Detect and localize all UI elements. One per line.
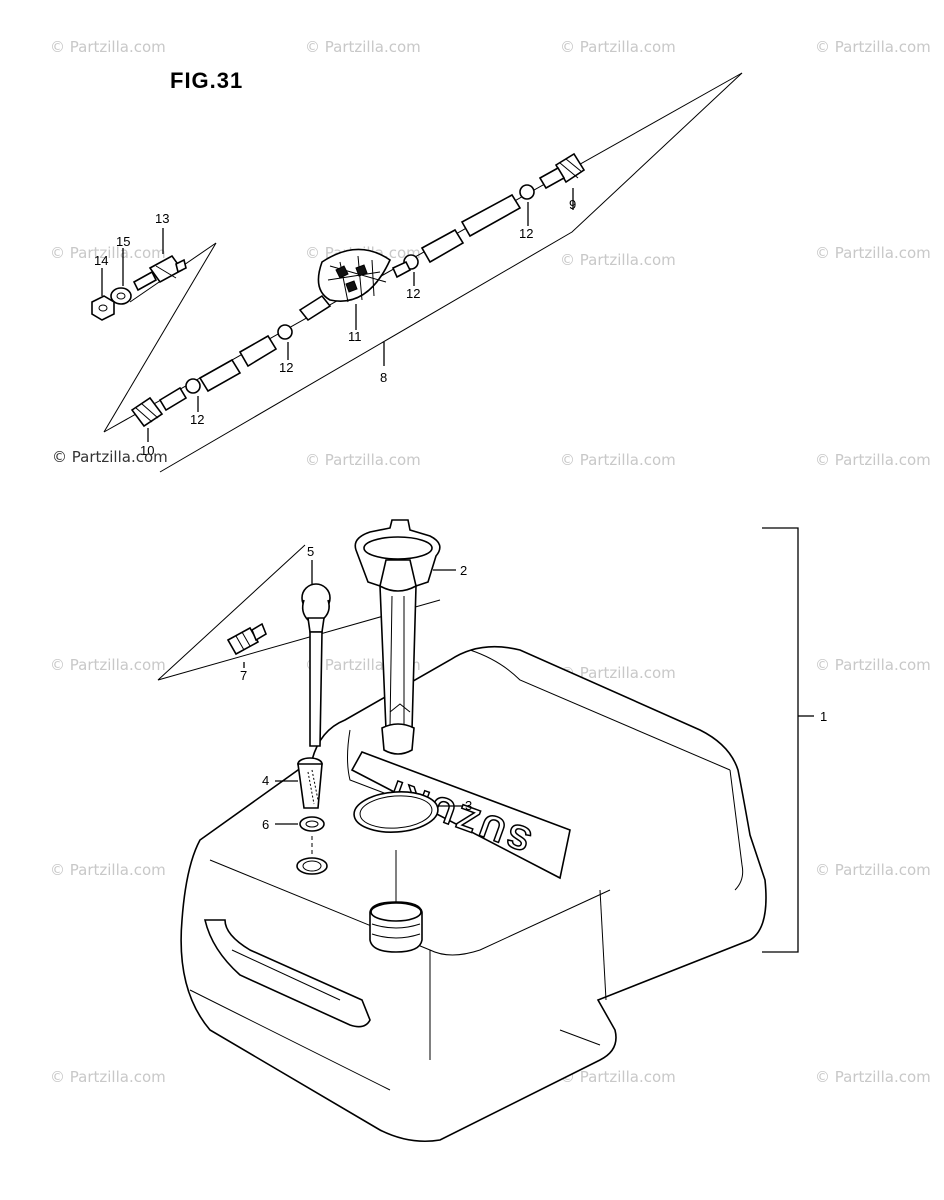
callout-labels: 1 2 3 4 5 6 7 8 9 10 11 12 12 12 12 13 1… bbox=[94, 197, 827, 832]
watermark: © Partzilla.com bbox=[50, 656, 166, 674]
callout-4: 4 bbox=[262, 773, 269, 788]
watermark: © Partzilla.com bbox=[305, 38, 421, 56]
connector-13 bbox=[132, 254, 187, 292]
callout-12: 12 bbox=[190, 412, 204, 427]
fitting bbox=[391, 260, 412, 279]
leader-lines-tank bbox=[243, 560, 462, 825]
nut-14 bbox=[91, 295, 115, 321]
watermark: © Partzilla.com bbox=[50, 244, 166, 262]
watermark: © Partzilla.com bbox=[560, 251, 676, 269]
callout-2: 2 bbox=[460, 563, 467, 578]
watermark: © Partzilla.com bbox=[560, 451, 676, 469]
callout-10: 10 bbox=[140, 443, 154, 458]
hose-segment bbox=[420, 228, 465, 264]
watermark: © Partzilla.com bbox=[50, 38, 166, 56]
o-ring-3 bbox=[353, 791, 439, 833]
clip-12 bbox=[519, 184, 535, 200]
watermark: © Partzilla.com bbox=[815, 861, 931, 879]
watermark: © Partzilla.com bbox=[305, 451, 421, 469]
clip-12 bbox=[185, 378, 201, 394]
fuel-tank-group: SUZUKI bbox=[157, 519, 814, 1143]
watermark-dark: © Partzilla.com bbox=[52, 448, 168, 466]
figure-title: FIG.31 bbox=[170, 68, 243, 93]
assembly-bracket bbox=[762, 527, 799, 953]
callout-7: 7 bbox=[240, 668, 247, 683]
callout-15: 15 bbox=[116, 234, 130, 249]
tank-outlet bbox=[296, 857, 328, 875]
fuel-hose-assembly bbox=[91, 72, 743, 473]
guide-line bbox=[103, 242, 217, 433]
callout-5: 5 bbox=[307, 544, 314, 559]
fuel-gauge-2 bbox=[354, 519, 441, 755]
watermark: © Partzilla.com bbox=[815, 1068, 931, 1086]
connector-10 bbox=[130, 386, 188, 428]
watermark: © Partzilla.com bbox=[815, 244, 931, 262]
callout-3: 3 bbox=[465, 798, 472, 813]
hose-segment bbox=[238, 334, 278, 368]
primer-bulb-11 bbox=[298, 248, 392, 322]
callout-8: 8 bbox=[380, 370, 387, 385]
hose-segment bbox=[198, 358, 242, 393]
fuel-tank bbox=[180, 645, 767, 1143]
clip-12 bbox=[277, 324, 293, 340]
filter-4 bbox=[297, 757, 323, 809]
watermark: © Partzilla.com bbox=[560, 38, 676, 56]
guide-line bbox=[159, 72, 743, 473]
callout-9: 9 bbox=[569, 197, 576, 212]
packing-6 bbox=[299, 816, 325, 832]
callout-12: 12 bbox=[279, 360, 293, 375]
callout-14: 14 bbox=[94, 253, 108, 268]
tank-handle bbox=[203, 919, 371, 1028]
callout-13: 13 bbox=[155, 211, 169, 226]
callout-12: 12 bbox=[519, 226, 533, 241]
watermark: © Partzilla.com bbox=[50, 1068, 166, 1086]
callout-1: 1 bbox=[820, 709, 827, 724]
watermark-layer: © Partzilla.com © Partzilla.com © Partzi… bbox=[50, 38, 931, 1086]
connector-7 bbox=[226, 622, 267, 656]
callout-11: 11 bbox=[348, 329, 362, 344]
watermark: © Partzilla.com bbox=[50, 861, 166, 879]
brand-plate bbox=[350, 751, 571, 880]
watermark: © Partzilla.com bbox=[815, 656, 931, 674]
watermark: © Partzilla.com bbox=[560, 1068, 676, 1086]
hose-segment bbox=[460, 193, 522, 238]
callout-6: 6 bbox=[262, 817, 269, 832]
guide-line bbox=[157, 544, 441, 681]
watermark: © Partzilla.com bbox=[560, 664, 676, 682]
callout-12: 12 bbox=[406, 286, 420, 301]
watermark: © Partzilla.com bbox=[815, 38, 931, 56]
watermark: © Partzilla.com bbox=[815, 451, 931, 469]
leader-lines bbox=[101, 188, 574, 442]
connector-9 bbox=[538, 152, 586, 190]
pickup-tube-5 bbox=[301, 583, 331, 747]
washer-15 bbox=[110, 287, 132, 305]
